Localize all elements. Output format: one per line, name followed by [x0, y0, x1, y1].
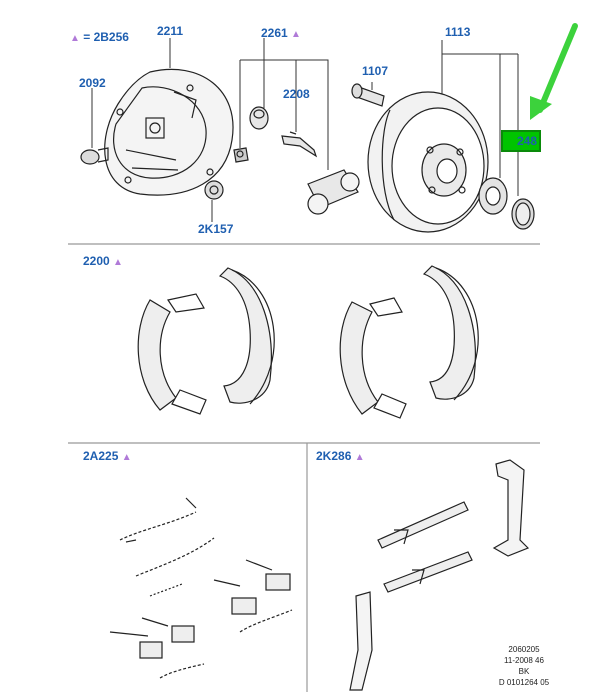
- label-2A225-text: 2A225: [83, 449, 119, 463]
- label-2200-text: 2200: [83, 254, 110, 268]
- footer-reference: 2060205 11-2008 46 BK D 0101264 05: [478, 644, 570, 688]
- bolt-2092-drawing: [80, 147, 109, 165]
- footer-line-3: BK: [518, 667, 530, 676]
- triangle-icon: ▲: [354, 452, 365, 463]
- stud-1107-drawing: [351, 83, 385, 107]
- dust-cap-drawing: [511, 198, 535, 230]
- spring-kit-drawing: [109, 497, 293, 679]
- legend-triangle-icon: ▲: [70, 33, 80, 44]
- triangle-icon: ▲: [121, 452, 132, 463]
- brake-drum-drawing: [367, 91, 489, 233]
- wheel-cylinder-drawing: [307, 169, 360, 215]
- triangle-icon: ▲: [113, 257, 123, 268]
- label-1107: 1107: [362, 64, 389, 78]
- label-2208: 2208: [283, 87, 310, 101]
- brake-shoes-right-drawing: [339, 265, 479, 419]
- legend-text: = 2B256: [83, 30, 129, 44]
- label-2K286: 2K286 ▲: [316, 449, 365, 463]
- wheel-bearing-drawing: [478, 177, 508, 215]
- label-2211: 2211: [157, 24, 184, 38]
- footer-line-2: 11-2008 46: [504, 656, 544, 665]
- footer-line-4: D 0101264 05: [498, 678, 550, 687]
- label-2200: 2200 ▲: [83, 254, 123, 268]
- brake-shoes-left-drawing: [137, 267, 275, 415]
- label-2092: 2092: [79, 76, 106, 90]
- bleeder-valve-drawing: [281, 131, 318, 158]
- footer-line-1: 2060205: [508, 645, 540, 654]
- legend: ▲ = 2B256: [70, 30, 129, 44]
- triangle-icon: ▲: [291, 29, 301, 40]
- label-2K286-text: 2K286: [316, 449, 352, 463]
- label-2261-text: 2261: [261, 26, 288, 40]
- pointer-arrow: [530, 23, 578, 120]
- label-2261: 2261 ▲: [261, 26, 301, 40]
- label-248-highlight: 248: [501, 130, 541, 152]
- wheel-cylinder-parts-drawing: [204, 106, 269, 200]
- label-2K157: 2K157: [198, 222, 234, 236]
- backing-plate-drawing: [104, 68, 234, 196]
- label-1113: 1113: [445, 25, 471, 39]
- label-2A225: 2A225 ▲: [83, 449, 132, 463]
- adjuster-kit-drawing: [349, 459, 530, 691]
